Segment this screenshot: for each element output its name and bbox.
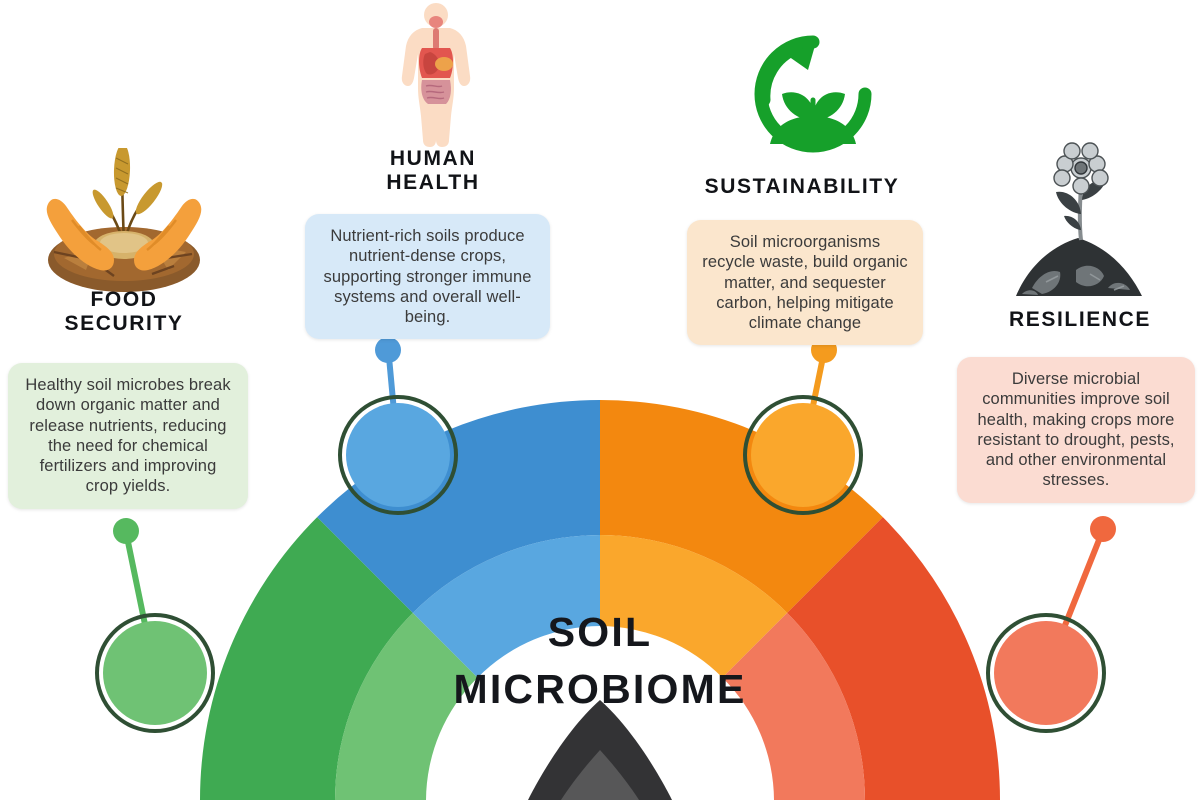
human-body-anatomy-icon	[392, 2, 480, 148]
node-marker-resilience[interactable]	[986, 516, 1116, 733]
node-title-resilience: RESILIENCE	[1008, 308, 1152, 331]
flower-in-rocky-soil-icon	[1002, 142, 1160, 304]
arc-segment-outer-sustainability	[600, 400, 883, 613]
node-circle-food-security	[103, 621, 207, 725]
callout-card-sustainability: Soil microorganisms recycle waste, build…	[687, 220, 923, 346]
connector-dot-human-health	[375, 337, 401, 363]
node-circle-ring-human-health	[338, 395, 458, 515]
recycle-leaf-icon	[742, 22, 884, 170]
node-title-sustainability: SUSTAINABILITY	[704, 175, 900, 198]
node-title-food-security: FOOD SECURITY	[64, 288, 184, 336]
node-circle-resilience	[994, 621, 1098, 725]
hands-holding-soil-wheat-icon	[34, 148, 214, 296]
soil-mound-highlight	[561, 750, 639, 800]
node-circle-ring-resilience	[986, 613, 1106, 733]
arc-segment-outer-human-health	[317, 400, 600, 613]
node-circle-ring-sustainability	[743, 395, 863, 515]
connector-dot-food-security	[113, 518, 139, 544]
arc-segment-outer-resilience	[787, 517, 1000, 800]
callout-card-resilience: Diverse microbial communities improve so…	[957, 357, 1195, 503]
node-title-human-health: HUMAN HEALTH	[386, 147, 480, 195]
callout-card-human-health: Nutrient-rich soils produce nutrient-den…	[305, 214, 550, 340]
arc-segment-inner-resilience	[722, 612, 865, 800]
arc-segment-inner-human-health	[412, 535, 600, 678]
node-marker-human-health[interactable]	[338, 337, 458, 515]
arc-segment-inner-sustainability	[600, 535, 788, 678]
callout-card-food-security: Healthy soil microbes break down organic…	[8, 363, 248, 509]
connector-dot-resilience	[1090, 516, 1116, 542]
arc-segment-outer-food-security	[200, 517, 413, 800]
node-circle-sustainability	[751, 403, 855, 507]
node-circle-ring-food-security	[95, 613, 215, 733]
node-marker-sustainability[interactable]	[743, 337, 863, 515]
node-marker-food-security[interactable]	[95, 518, 215, 733]
center-title: SOIL MICROBIOME	[453, 609, 747, 712]
arc-segment-inner-food-security	[335, 612, 478, 800]
node-circle-human-health	[346, 403, 450, 507]
